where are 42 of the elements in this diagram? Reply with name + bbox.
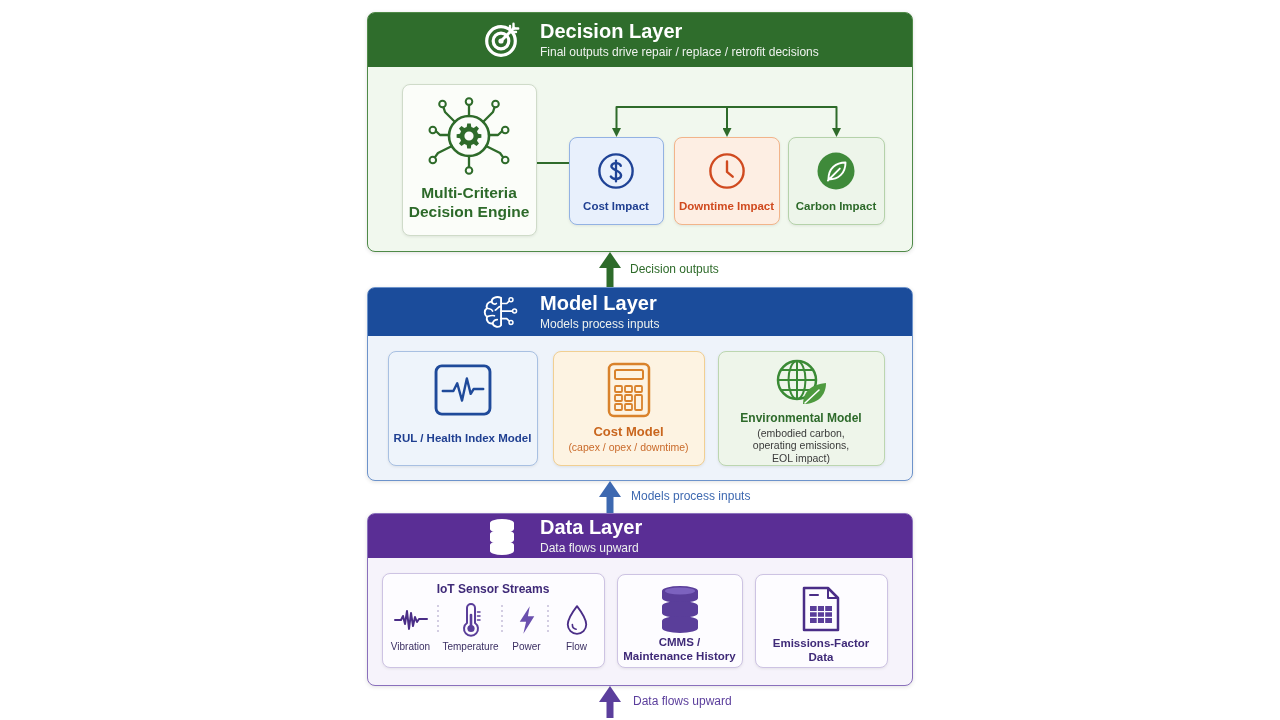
model-card bbox=[387, 350, 538, 466]
sensor-group-card bbox=[381, 572, 605, 668]
impact-card bbox=[673, 136, 780, 225]
card-title: CMMS / Maintenance History bbox=[623, 634, 736, 664]
card-title: Environmental Model bbox=[740, 410, 862, 426]
arrow bbox=[612, 106, 728, 137]
card-title: Multi-Criteria Decision Engine bbox=[407, 182, 531, 222]
card-title: IoT Sensor Streams bbox=[436, 581, 550, 597]
card-subtitle: (capex / opex / downtime) bbox=[568, 440, 689, 454]
sensor-label: Power bbox=[512, 640, 541, 653]
panel-subtitle: Data flows upward bbox=[540, 541, 639, 556]
panel-title: Model Layer bbox=[540, 292, 657, 315]
panel-subtitle: Final outputs drive repair / replace / retrofit decisions bbox=[540, 45, 819, 60]
card-title: Downtime Impact bbox=[678, 198, 775, 213]
model-card bbox=[552, 350, 705, 466]
connector-line bbox=[536, 162, 570, 164]
arrow bbox=[599, 686, 621, 718]
layer-panel bbox=[367, 287, 913, 481]
engine-card bbox=[401, 83, 537, 236]
panel-title: Decision Layer bbox=[540, 20, 683, 43]
arrow bbox=[722, 106, 732, 137]
card-subtitle: (embodied carbon, operating emissions, EOL impact) bbox=[751, 426, 851, 465]
arrow bbox=[599, 481, 621, 513]
card-title: RUL / Health Index Model bbox=[393, 430, 532, 445]
layer-panel bbox=[367, 513, 913, 686]
arrow bbox=[726, 106, 841, 137]
sensor-label: Flow bbox=[565, 640, 588, 653]
panel-subtitle: Models process inputs bbox=[540, 317, 660, 332]
impact-card bbox=[568, 136, 664, 225]
card-title: Cost Impact bbox=[583, 198, 649, 213]
model-card bbox=[717, 350, 885, 466]
data-source-card bbox=[754, 573, 888, 668]
panel-title: Data Layer bbox=[540, 516, 643, 539]
card-title: Carbon Impact bbox=[795, 198, 877, 213]
impact-card bbox=[787, 136, 885, 225]
arrow bbox=[599, 252, 621, 287]
sensor-label: Temperature bbox=[442, 640, 499, 653]
card-title: Cost Model bbox=[593, 423, 664, 440]
data-source-card bbox=[616, 573, 743, 668]
sensor-label: Vibration bbox=[390, 640, 431, 653]
card-title: Emissions-Factor Data bbox=[771, 635, 871, 665]
layer-panel bbox=[367, 12, 913, 252]
